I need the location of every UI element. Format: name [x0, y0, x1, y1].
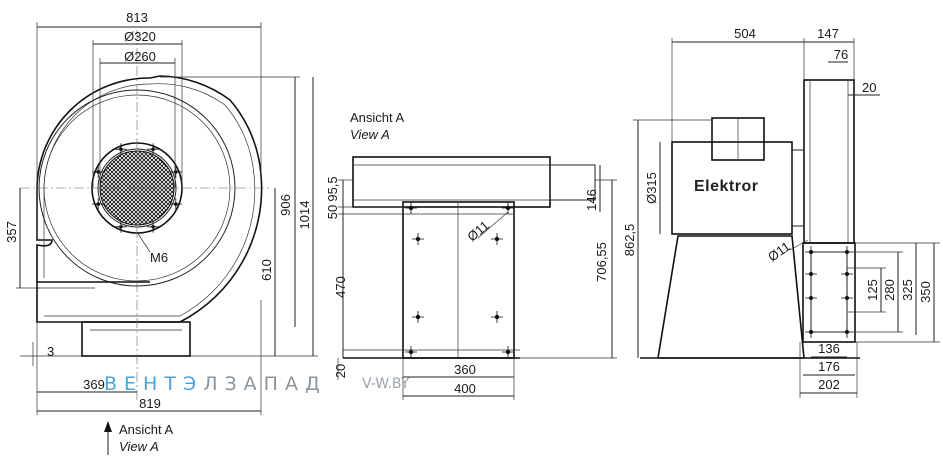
leader-m6 [136, 231, 151, 253]
duct-flange [549, 164, 596, 201]
view-a: Ansicht A View A 50 95,5 470 20 146 706,… [325, 110, 617, 400]
view-top-en: View A [350, 127, 390, 142]
hole-cross-icon [805, 326, 817, 338]
dim-20a: 20 [333, 364, 348, 378]
dim-3: 3 [47, 344, 54, 359]
dim-813: 813 [126, 10, 148, 25]
watermark-part-1: ВЕНТЭ [104, 373, 203, 395]
hole-cross-icon [841, 268, 853, 280]
dim-504: 504 [734, 26, 756, 41]
hole-cross-icon [114, 220, 127, 233]
hole-cross-icon [92, 198, 105, 211]
dim-95-5: 95,5 [325, 176, 340, 201]
hole-cross-icon [491, 233, 503, 245]
watermark-part-2: ЛЗАПАД [203, 373, 327, 395]
leader-11b [789, 239, 809, 251]
dim-136: 136 [818, 341, 840, 356]
hole-cross-icon [114, 143, 127, 156]
watermark-site: V-W.BY [362, 376, 410, 392]
volute-inner [43, 83, 256, 317]
hole-cross-icon [412, 233, 424, 245]
dim-50: 50 [325, 205, 340, 219]
brand-label: Elektror [694, 178, 758, 195]
fan-housing-side [803, 79, 855, 244]
dim-280: 280 [882, 279, 897, 301]
hole-cross-icon [491, 311, 503, 323]
leader-11a [477, 211, 509, 239]
dim-862: 862,5 [622, 224, 637, 257]
hole-cross-icon [405, 202, 417, 214]
hole-cross-icon [405, 346, 417, 358]
outlet-opening [810, 251, 848, 333]
base-plate [81, 321, 191, 357]
dim-400: 400 [454, 381, 476, 396]
view-bottom-en: View A [119, 439, 159, 454]
hole-cross-icon [841, 292, 853, 304]
dim-146: 146 [584, 189, 599, 211]
hole-cross-icon [169, 165, 182, 178]
flange-bolts [92, 143, 182, 233]
dim-906: 906 [278, 194, 293, 216]
hole-cross-icon [805, 268, 817, 280]
watermark-text: ВЕНТЭЛЗАПАД [104, 373, 327, 395]
outlet-duct [352, 156, 551, 208]
dim-202: 202 [818, 377, 840, 392]
dim-819: 819 [139, 396, 161, 411]
dim-350: 350 [918, 281, 933, 303]
outlet-flange-side [802, 242, 856, 343]
front-view: 813 Ø320 Ø260 357 906 1014 610 M6 3 [4, 10, 318, 455]
hole-cross-icon [805, 292, 817, 304]
dim-125: 125 [865, 279, 880, 301]
view-top-de: Ansicht A [350, 110, 405, 125]
dim-260: Ø260 [124, 49, 156, 64]
dim-20b: 20 [862, 80, 876, 95]
dim-147: 147 [817, 26, 839, 41]
dim-315: Ø315 [644, 172, 659, 204]
hole-cross-icon [412, 311, 424, 323]
dim-610: 610 [259, 259, 274, 281]
hole-cross-icon [502, 346, 514, 358]
dim-11a: Ø11 [464, 218, 492, 245]
motor-flange [791, 149, 805, 227]
flange-holes [805, 246, 853, 338]
dim-325: 325 [900, 279, 915, 301]
view-arrow-up-icon [104, 421, 112, 432]
view-bottom-de: Ansicht A [119, 422, 174, 437]
watermark: ВЕНТЭЛЗАПАД V-W.BY [104, 373, 410, 395]
hole-cross-icon [92, 165, 105, 178]
dim-1014: 1014 [297, 201, 312, 230]
mounting-plate [402, 201, 515, 359]
dim-176: 176 [818, 359, 840, 374]
dim-470: 470 [333, 276, 348, 298]
dim-369: 369 [83, 377, 105, 392]
dim-706: 706,55 [594, 242, 609, 282]
dim-m6: M6 [150, 250, 168, 265]
dim-360: 360 [454, 362, 476, 377]
hole-cross-icon [147, 220, 160, 233]
hole-cross-icon [169, 198, 182, 211]
mounting-holes [405, 202, 514, 358]
hole-cross-icon [147, 143, 160, 156]
dim-11b: Ø11 [765, 239, 793, 265]
dim-357: 357 [4, 221, 19, 243]
side-view: Elektror 504 147 76 20 Ø315 862,5 Ø11 12… [622, 26, 940, 398]
dim-76: 76 [834, 47, 848, 62]
dim-320: Ø320 [124, 29, 156, 44]
hole-cross-icon [805, 246, 817, 258]
